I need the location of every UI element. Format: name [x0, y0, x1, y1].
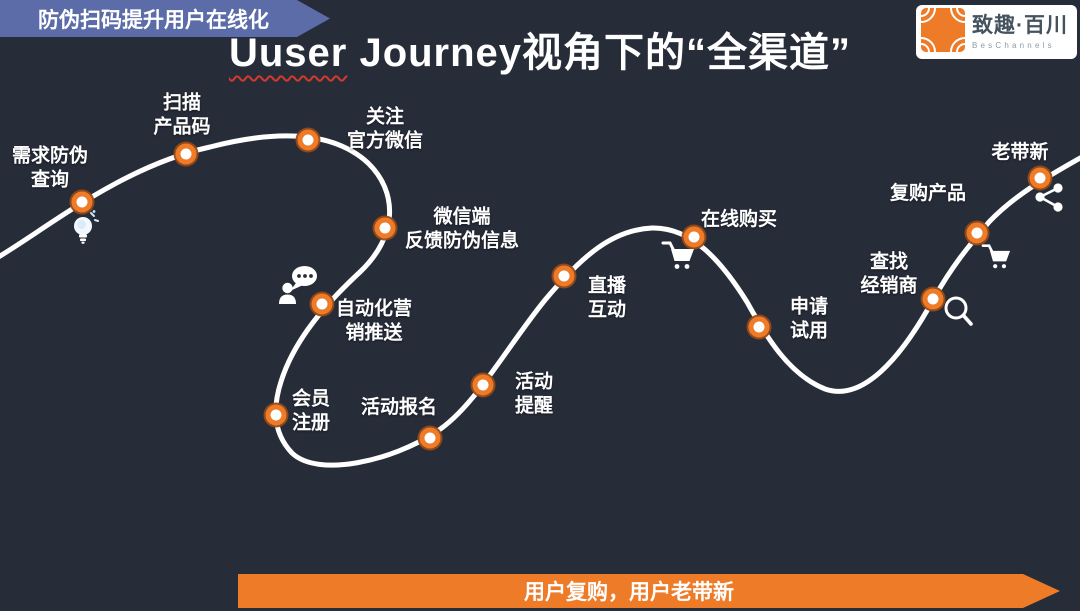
page-title: Uuser Journey视角下的“全渠道”: [0, 20, 1080, 78]
journey-node-dot: [265, 404, 287, 426]
journey-node-label: 会员 注册: [291, 388, 331, 434]
journey-node-label: 微信端 反馈防伪信息: [404, 206, 520, 252]
journey-node-dot: [175, 143, 197, 165]
journey-node-dot: [553, 265, 575, 287]
journey-node-dot: [297, 129, 319, 151]
chat-person-icon: [277, 264, 319, 311]
beschannels-logo-icon: [921, 7, 965, 57]
journey-node-label: 老带新: [991, 141, 1049, 163]
journey-node-dot: [748, 316, 770, 338]
journey-node-dot: [472, 374, 494, 396]
journey-node-dot: [922, 288, 944, 310]
shopping-cart-icon: [661, 240, 696, 277]
journey-node-dot: [966, 222, 988, 244]
journey-node-label: 关注 官方微信: [346, 106, 424, 152]
journey-node-label: 自动化营 销推送: [335, 298, 413, 344]
journey-node-label: 在线购买: [700, 208, 778, 230]
journey-node-dot: [683, 226, 705, 248]
phase-banner-blue-label: 防伪扫码提升用户在线化: [38, 8, 269, 32]
journey-node-dot: [374, 217, 396, 239]
journey-node-label: 申请 试用: [789, 296, 829, 342]
journey-node-label: 活动 提醒: [514, 371, 554, 417]
logo: 致趣·百川 BesChannels: [916, 5, 1077, 59]
logo-brand-text: 致趣·百川: [972, 14, 1068, 38]
magnifier-icon: [943, 294, 974, 333]
title-rest: Journey视角下的“全渠道”: [347, 31, 852, 75]
phase-banner-orange-label: 用户复购，用户老带新: [524, 581, 734, 604]
title-misspelled-word: Uuser: [228, 31, 348, 75]
journey-node-label: 直播 互动: [587, 275, 627, 321]
shopping-cart-icon: [981, 243, 1012, 276]
phase-banner-repurchase-referral: 用户复购，用户老带新: [238, 574, 1060, 608]
journey-node-label: 查找 经销商: [860, 251, 918, 297]
journey-node-dot: [1029, 167, 1051, 189]
journey-node-label: 扫描 产品码: [153, 92, 211, 138]
logo-subbrand-text: BesChannels: [972, 40, 1055, 50]
journey-node-dot: [419, 427, 441, 449]
journey-node-dot: [311, 293, 333, 315]
journey-node-label: 复购产品: [889, 182, 967, 204]
phase-banner-antifake-online: 防伪扫码提升用户在线化: [0, 0, 330, 37]
share-icon: [1034, 182, 1065, 218]
lightbulb-icon: [72, 209, 99, 250]
journey-node-label: 需求防伪 查询: [11, 145, 89, 191]
journey-node-label: 活动报名: [360, 396, 438, 418]
journey-node-dot: [71, 191, 93, 213]
